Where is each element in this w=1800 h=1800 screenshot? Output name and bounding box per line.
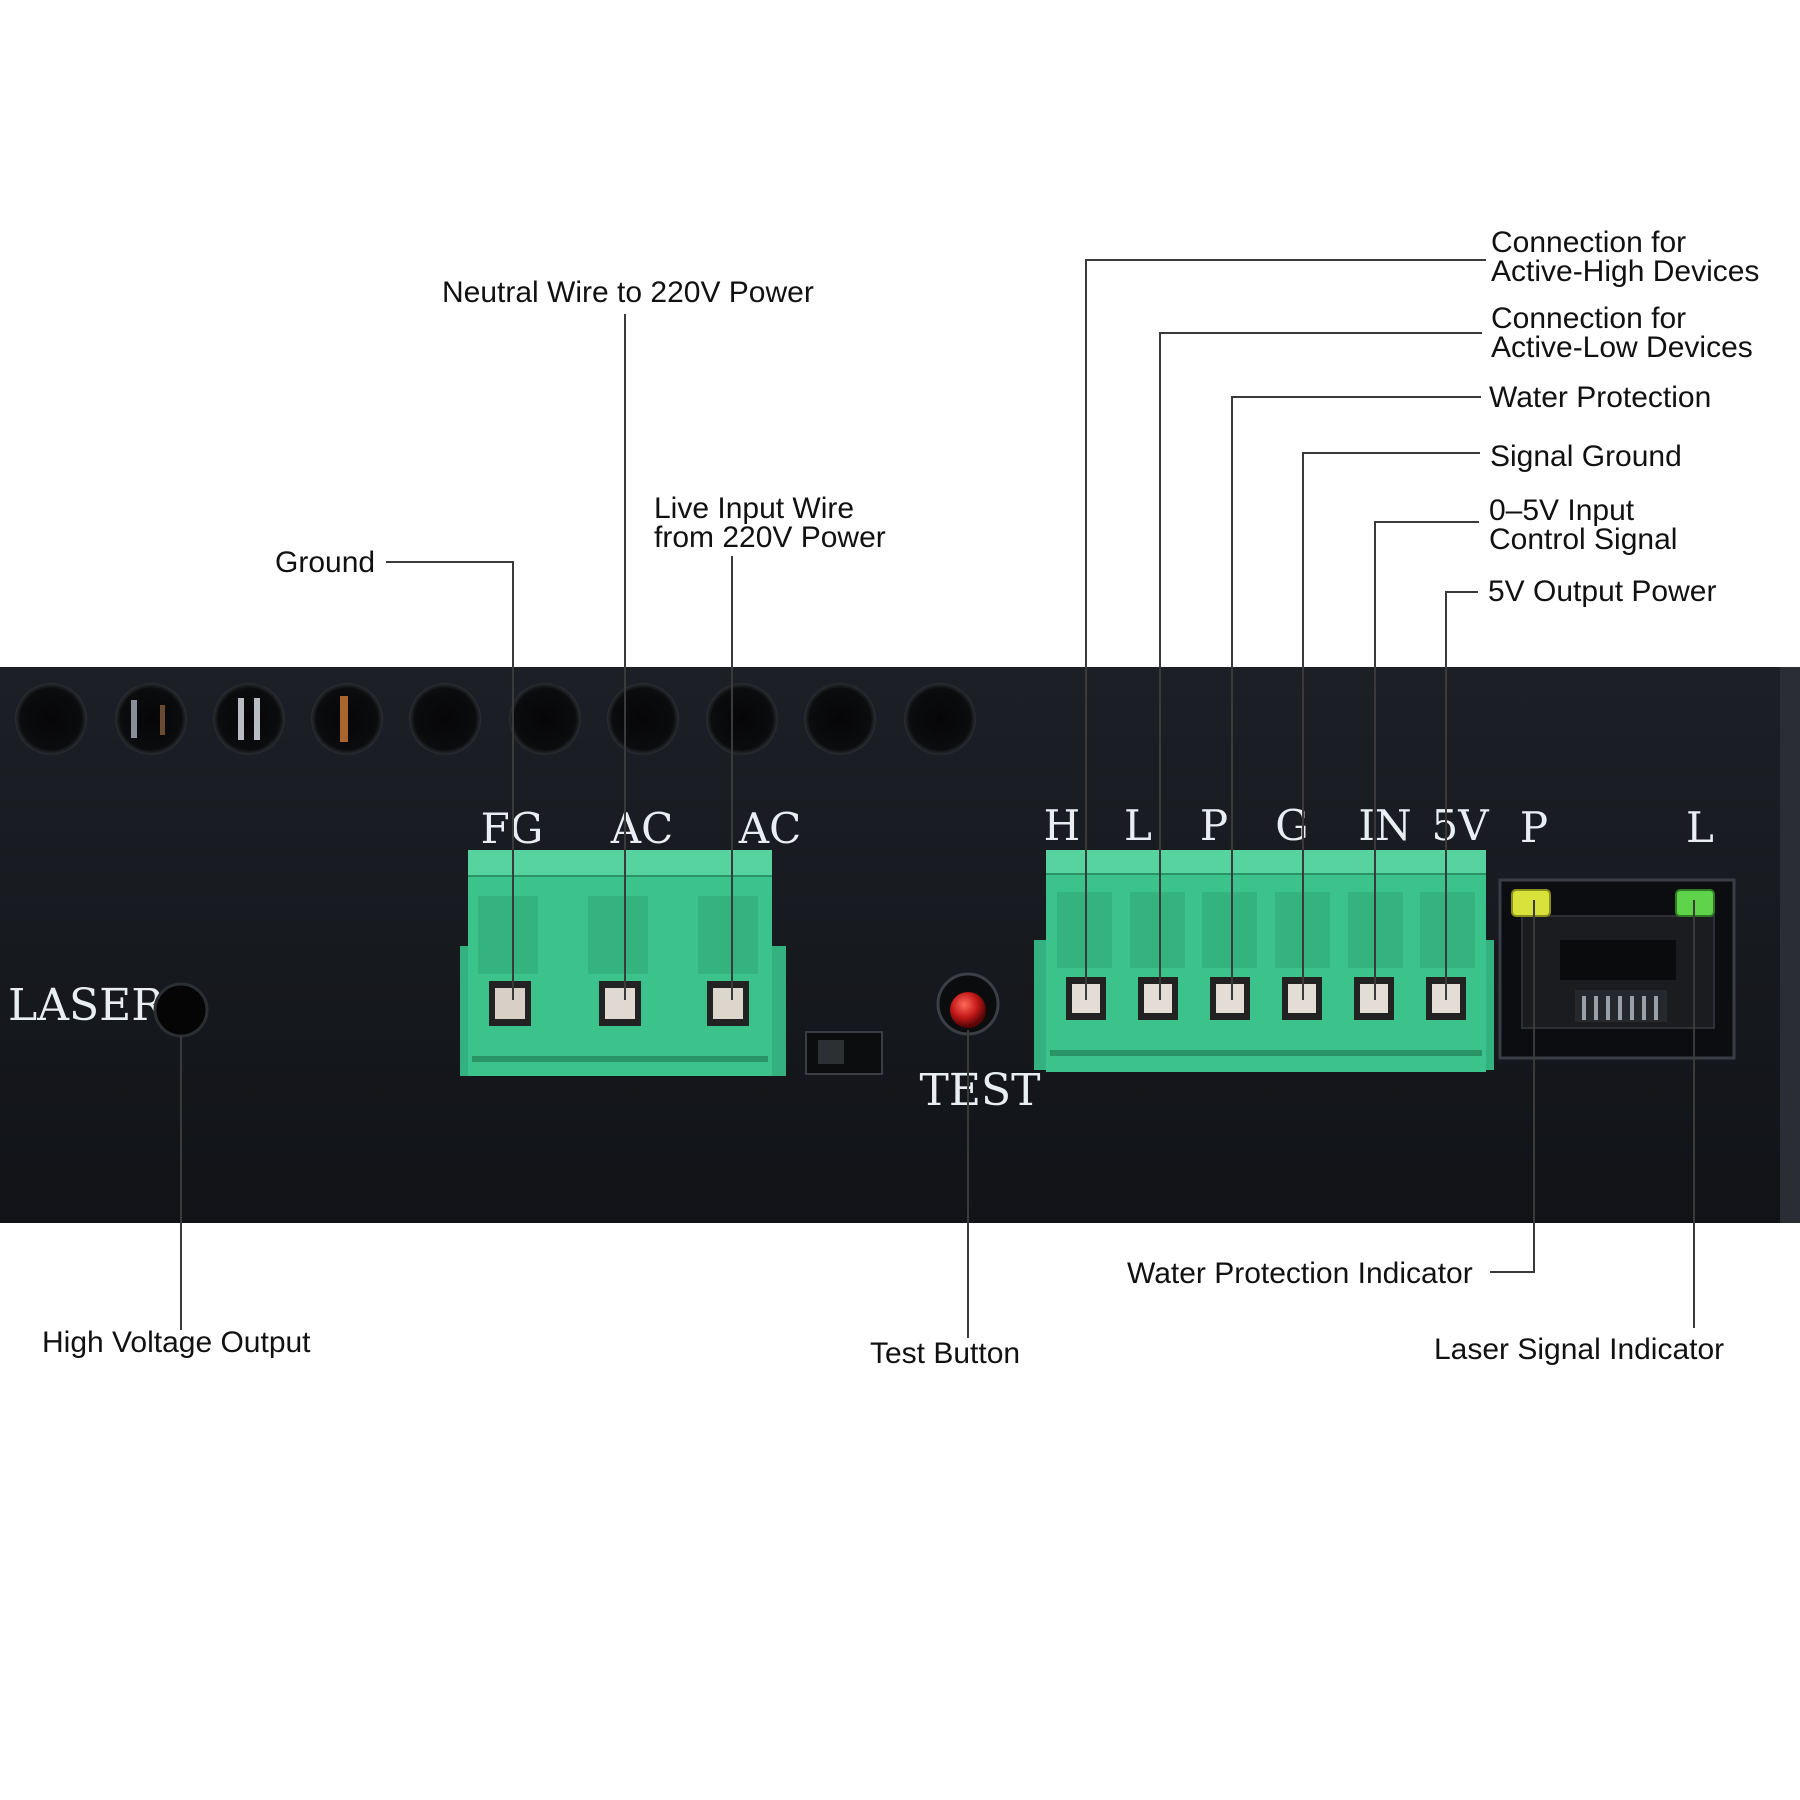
terminal-label-ac-live: AC xyxy=(738,804,801,853)
laser-label: LASER xyxy=(8,980,166,1031)
power-terminal-screws xyxy=(489,981,749,1026)
terminal-label-5v: 5V xyxy=(1431,801,1489,850)
callout-high-voltage-output: High Voltage Output xyxy=(42,1326,311,1359)
terminal-label-p: P xyxy=(1200,801,1228,850)
test-button[interactable] xyxy=(936,972,1000,1036)
terminal-label-h: H xyxy=(1044,801,1081,850)
power-supply-panel: LASER FG AC AC xyxy=(0,667,1800,1223)
callout-ground: Ground xyxy=(275,546,375,579)
callout-water-protection-indicator: Water Protection Indicator xyxy=(1127,1257,1473,1290)
signal-terminal-block xyxy=(1034,850,1494,1072)
callout-active-low-line1: Connection for xyxy=(1491,302,1686,335)
callout-active-high-line2: Active-High Devices xyxy=(1491,255,1759,288)
callout-active-high-line1: Connection for xyxy=(1491,226,1686,259)
callout-input-signal-line2: Control Signal xyxy=(1489,523,1677,556)
callout-water-protection: Water Protection xyxy=(1489,381,1711,414)
terminal-label-l: L xyxy=(1124,801,1152,850)
callout-laser-signal-indicator: Laser Signal Indicator xyxy=(1434,1333,1724,1366)
dip-switch[interactable] xyxy=(805,1031,883,1075)
terminal-label-ac-neutral: AC xyxy=(610,804,673,853)
callout-live-input-line2: from 220V Power xyxy=(654,521,886,554)
callout-signal-ground: Signal Ground xyxy=(1490,440,1682,473)
callout-input-signal-line1: 0–5V Input xyxy=(1489,494,1635,527)
callout-output-power: 5V Output Power xyxy=(1488,575,1716,608)
high-voltage-output-port[interactable] xyxy=(153,982,209,1038)
leader-lines xyxy=(180,259,1695,1338)
callout-active-low-line2: Active-Low Devices xyxy=(1491,331,1753,364)
terminal-label-in: IN xyxy=(1358,801,1411,850)
led-label-l: L xyxy=(1686,803,1714,852)
callout-test-button: Test Button xyxy=(870,1337,1020,1370)
callout-neutral-wire: Neutral Wire to 220V Power xyxy=(442,276,814,309)
callouts: Ground Neutral Wire to 220V Power Live I… xyxy=(42,226,1759,1370)
vent-holes xyxy=(15,683,976,755)
power-terminal-block xyxy=(460,850,786,1076)
callout-live-input-line1: Live Input Wire xyxy=(654,492,854,525)
water-protection-led xyxy=(1511,889,1551,917)
test-label: TEST xyxy=(920,1065,1041,1116)
led-label-p: P xyxy=(1520,803,1548,852)
